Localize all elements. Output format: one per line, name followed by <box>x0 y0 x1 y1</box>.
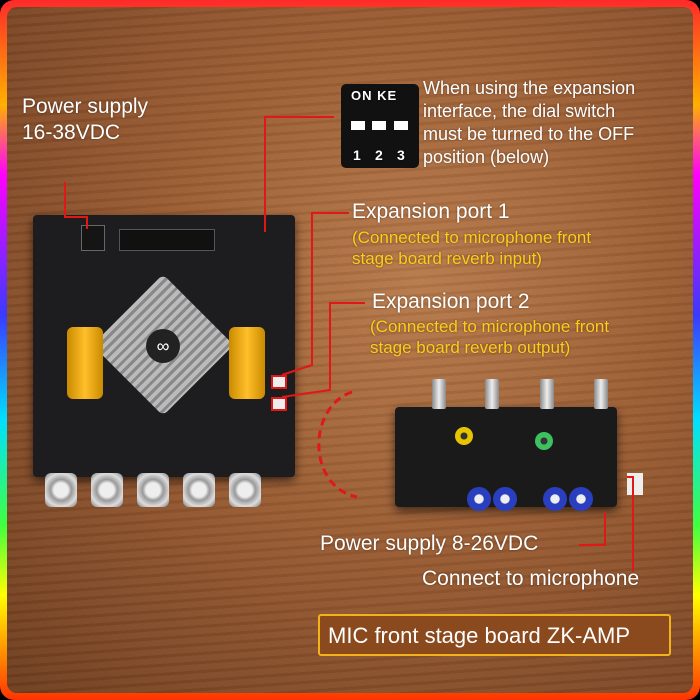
heatsink-logo: ∞ <box>146 329 180 363</box>
mic-connector <box>627 473 643 495</box>
capacitor <box>467 487 491 511</box>
cable-dashed-circle <box>317 390 358 499</box>
potentiometer[interactable] <box>432 379 446 409</box>
dip-note-line: When using the expansion <box>423 78 636 98</box>
expansion-port-1-connector <box>271 375 287 389</box>
port2-title: Expansion port 2 <box>372 290 530 313</box>
volume-knob[interactable] <box>229 473 261 507</box>
dip-switch: ON KE 1 2 3 <box>341 84 419 168</box>
leader-power-main <box>64 182 88 229</box>
terminal-block <box>119 229 215 251</box>
port2-desc: (Connected to microphone front <box>370 317 610 336</box>
potentiometer[interactable] <box>540 379 554 409</box>
power-mic-label: Power supply 8-26VDC <box>320 532 539 555</box>
board-name-box: MIC front stage board ZK-AMP <box>318 614 671 656</box>
volume-knob[interactable] <box>137 473 169 507</box>
dip-switch-lever[interactable] <box>394 121 408 130</box>
leader-port2 <box>281 302 365 398</box>
power-main-label-line1: Power supply <box>22 95 149 118</box>
capacitor <box>67 327 103 399</box>
dip-note-line: interface, the dial switch <box>423 101 616 121</box>
capacitor <box>543 487 567 511</box>
main-amplifier-board: ∞ <box>33 215 295 477</box>
port1-title: Expansion port 1 <box>352 200 510 223</box>
volume-knob[interactable] <box>91 473 123 507</box>
capacitor <box>569 487 593 511</box>
potentiometer[interactable] <box>485 379 499 409</box>
mic-front-stage-board <box>395 407 643 511</box>
dip-switch-lever[interactable] <box>372 121 386 130</box>
leader-lines <box>64 116 634 572</box>
capacitor <box>493 487 517 511</box>
capacitor <box>455 427 473 445</box>
dip-switch-lever[interactable] <box>351 121 365 130</box>
port1-desc: (Connected to microphone front <box>352 228 592 247</box>
volume-knob[interactable] <box>183 473 215 507</box>
volume-knob[interactable] <box>45 473 77 507</box>
dip-switch-number: 2 <box>375 147 383 163</box>
connect-mic-label: Connect to microphone <box>422 567 640 590</box>
wood-background: ∞ Power supply 16-38VDC ON KE 1 2 3 When… <box>7 7 693 693</box>
dip-note-line: position (below) <box>423 147 550 167</box>
leader-power-mic <box>579 512 606 546</box>
expansion-port-2-connector <box>271 397 287 411</box>
power-terminal <box>81 225 105 251</box>
leader-port1 <box>281 212 349 376</box>
dip-note-line: must be turned to the OFF <box>423 124 635 144</box>
port2-desc: stage board reverb output) <box>370 338 571 357</box>
potentiometer[interactable] <box>594 379 608 409</box>
power-main-label-line2: 16-38VDC <box>22 121 121 144</box>
dip-switch-top-label: ON KE <box>351 88 398 103</box>
leader-dip-switch <box>264 116 334 232</box>
dip-switch-number: 1 <box>353 147 361 163</box>
dip-switch-number: 3 <box>397 147 405 163</box>
leader-mic <box>627 476 634 572</box>
capacitor <box>229 327 265 399</box>
capacitor <box>535 432 553 450</box>
port1-desc: stage board reverb input) <box>352 249 542 268</box>
